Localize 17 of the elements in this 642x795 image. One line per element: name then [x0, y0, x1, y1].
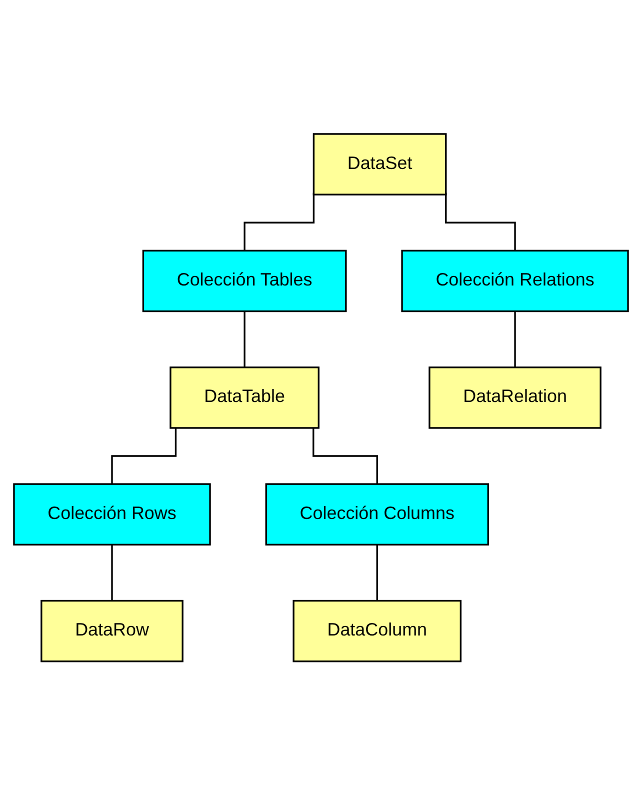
node-box: DataRelation [428, 366, 602, 429]
connector [312, 428, 378, 485]
connector [244, 311, 246, 368]
connector [514, 311, 516, 368]
node-box: Colección Relations [401, 250, 629, 312]
connector [111, 428, 177, 485]
node-box: DataSet [312, 132, 447, 196]
connector [445, 192, 516, 252]
connector [244, 192, 315, 252]
node-box: Colección Tables [142, 250, 347, 312]
node-box: Colección Columns [265, 483, 489, 546]
connector [111, 544, 113, 602]
node-box: DataRow [40, 600, 184, 662]
node-box: DataTable [170, 366, 320, 429]
node-box: DataColumn [292, 600, 462, 662]
connector [376, 544, 378, 602]
node-box: Colección Rows [13, 483, 211, 546]
